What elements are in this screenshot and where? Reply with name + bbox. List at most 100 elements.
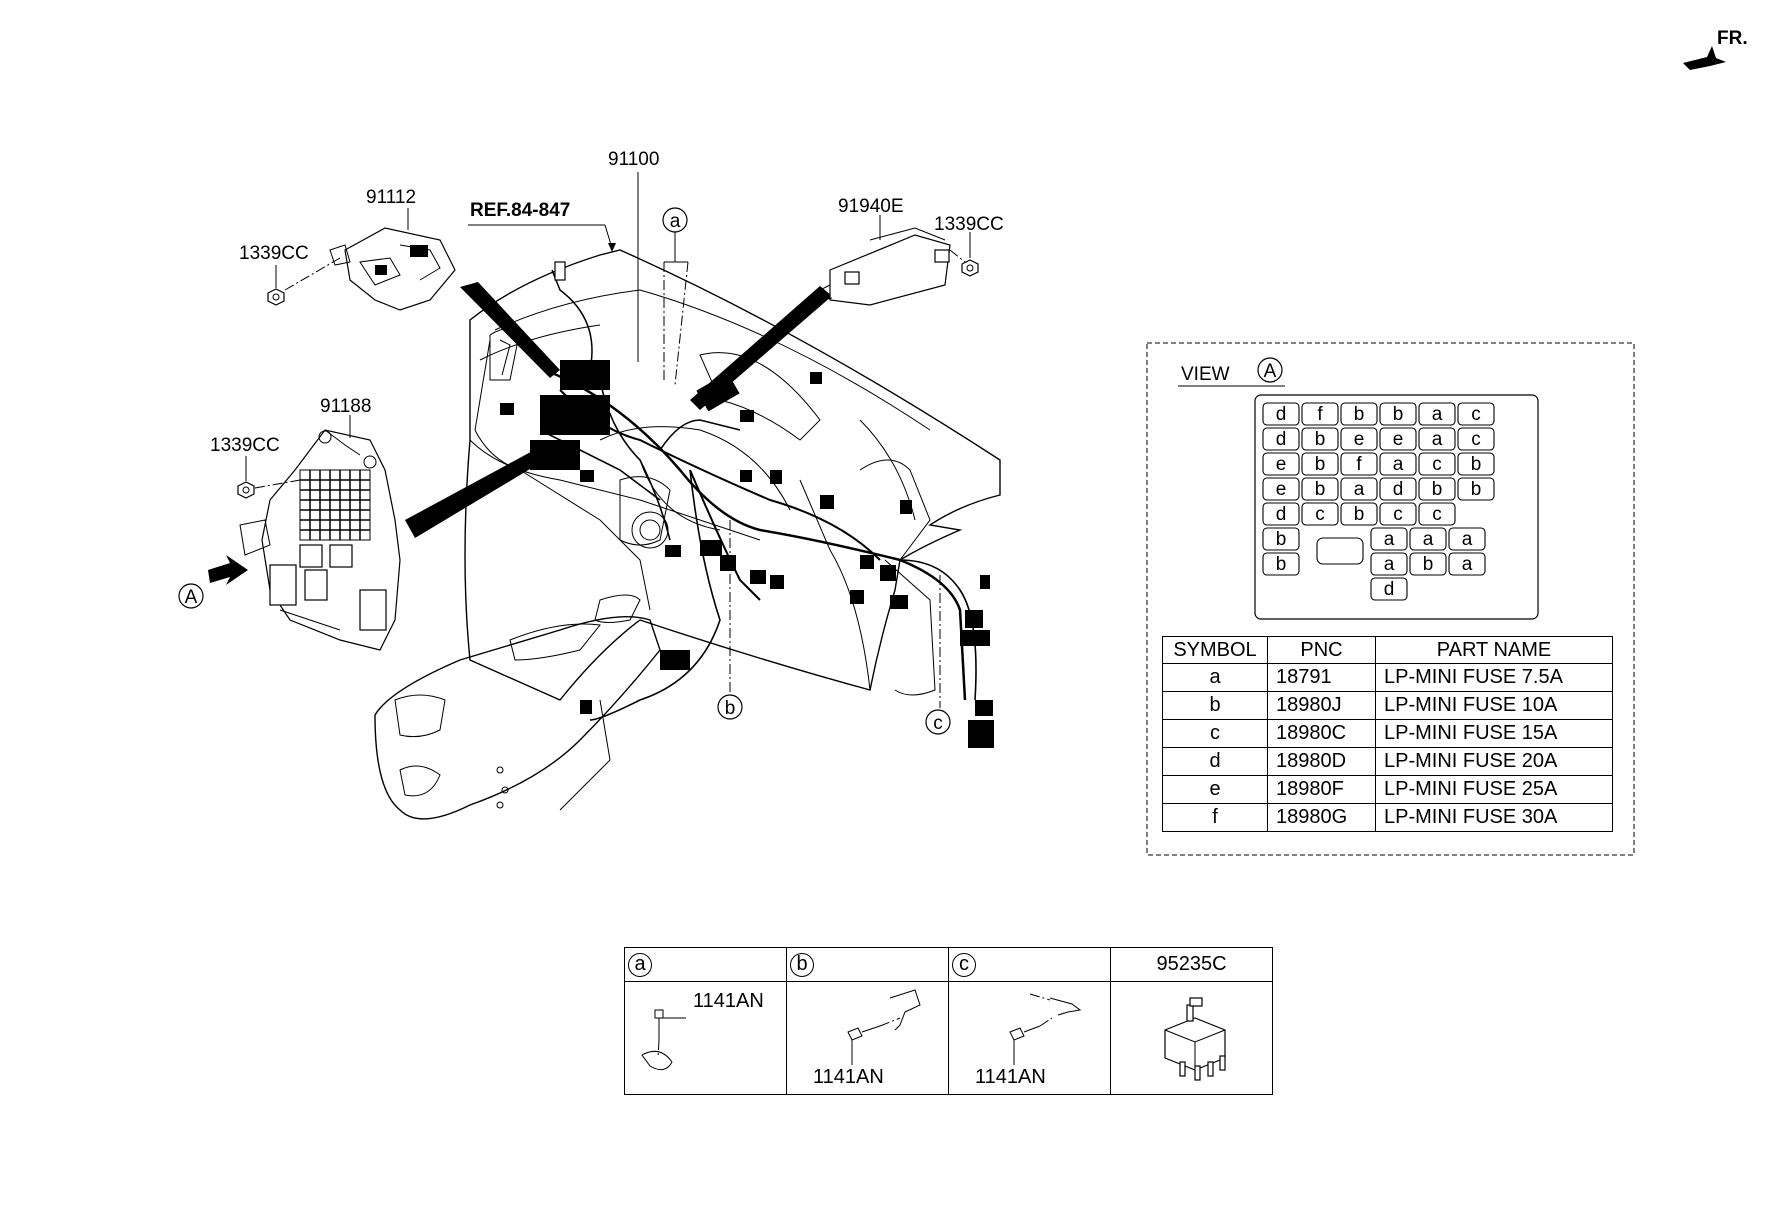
symbol-cell: d [1162, 747, 1268, 776]
fuse-slot [1379, 402, 1417, 426]
part-label-1141AN-c: 1141AN [975, 1066, 1046, 1088]
fuse-slot-label: a [1393, 454, 1404, 475]
fuse-slot-label: a [1432, 404, 1443, 425]
view-label: VIEW [1181, 364, 1230, 385]
detail-header-c: c [948, 947, 1111, 982]
fuse-slot-label: e [1393, 429, 1404, 450]
fuse-slot [1340, 402, 1378, 426]
part-name-cell: LP-MINI FUSE 10A [1375, 691, 1613, 720]
detail-header-relay: 95235C [1110, 947, 1273, 982]
fuse-slot [1457, 452, 1495, 476]
callout-91112: 91112 [366, 187, 416, 208]
header-part-name: PART NAME [1375, 636, 1613, 664]
pnc-cell: 18791 [1267, 663, 1376, 692]
fuse-slot-label: c [1315, 504, 1325, 525]
fuse-slot [1448, 552, 1486, 576]
detail-header-row: a b c 95235C [624, 947, 1273, 982]
detail-cell-a: 1141AN [624, 981, 787, 1095]
fuse-slot-label: d [1276, 404, 1287, 425]
callout-91100: 91100 [608, 149, 659, 170]
fuse-slot [1448, 527, 1486, 551]
fuse-slot [1262, 477, 1300, 501]
fuse-slot [1262, 502, 1300, 526]
fuse-slot-label: b [1393, 404, 1404, 425]
fuse-slot-label: b [1354, 404, 1365, 425]
module-91940E [819, 227, 951, 306]
nut-icon [237, 481, 255, 499]
nut-icon [961, 259, 979, 277]
symbol-cell: e [1162, 775, 1268, 804]
fuse-slot-label: d [1276, 504, 1287, 525]
fuse-slot [1370, 527, 1408, 551]
table-row: a 18791 LP-MINI FUSE 7.5A [1162, 663, 1613, 692]
table-row: f 18980G LP-MINI FUSE 30A [1162, 803, 1613, 832]
module-91112 [329, 227, 456, 311]
fuse-spec-table: SYMBOL PNC PART NAME a 18791 LP-MINI FUS… [1162, 636, 1613, 832]
table-row: d 18980D LP-MINI FUSE 20A [1162, 747, 1613, 776]
nut-icon [267, 288, 285, 306]
pnc-cell: 18980F [1267, 775, 1376, 804]
fuse-slot-label: d [1276, 429, 1287, 450]
detail-cell-b: 1141AN [786, 981, 949, 1095]
fuse-slot [1262, 452, 1300, 476]
fuse-slot-label: a [1462, 529, 1473, 550]
fuse-slot [1379, 452, 1417, 476]
fuse-slot-label: b [1276, 554, 1287, 575]
part-label-1141AN-a: 1141AN [693, 990, 764, 1012]
fuse-slot [1379, 427, 1417, 451]
fuse-slot [1262, 402, 1300, 426]
view-a-arrow-icon [208, 555, 248, 585]
fuse-slot-label: c [1432, 454, 1442, 475]
fuse-slot [1418, 452, 1456, 476]
empty-slot [1316, 537, 1364, 565]
front-direction-arrow-icon [1683, 46, 1726, 70]
callout-1339CC-top: 1339CC [239, 243, 309, 264]
fuse-slot [1370, 552, 1408, 576]
fuse-slot [1340, 427, 1378, 451]
fuse-slot-label: a [1354, 479, 1365, 500]
part-name-cell: LP-MINI FUSE 25A [1375, 775, 1613, 804]
fuse-slot-label: e [1276, 479, 1287, 500]
detail-parts-table: a b c 95235C 1141AN 1141AN 1141AN [624, 947, 1273, 1095]
fuse-slot-label: b [1423, 554, 1434, 575]
pnc-cell: 18980G [1267, 803, 1376, 832]
svg-text:a: a [670, 211, 681, 232]
detail-c-marker [925, 709, 951, 735]
fuse-slot [1301, 402, 1339, 426]
fuse-slot [1418, 427, 1456, 451]
fuse-slot [1340, 477, 1378, 501]
callout-1339CC-right: 1339CC [934, 214, 1004, 235]
fuse-slot [1409, 527, 1447, 551]
fuse-slot [1262, 527, 1300, 551]
fuse-slot-label: c [1393, 504, 1403, 525]
fuse-slot [1418, 477, 1456, 501]
detail-cell-c: 1141AN [948, 981, 1111, 1095]
table-row: e 18980F LP-MINI FUSE 25A [1162, 775, 1613, 804]
part-name-cell: LP-MINI FUSE 15A [1375, 719, 1613, 748]
part-name-cell: LP-MINI FUSE 20A [1375, 747, 1613, 776]
part-name-cell: LP-MINI FUSE 30A [1375, 803, 1613, 832]
fuse-slot-label: e [1354, 429, 1365, 450]
fuse-slot [1340, 452, 1378, 476]
fuse-slot-label: a [1432, 429, 1443, 450]
svg-text:c: c [933, 713, 943, 734]
svg-text:A: A [185, 587, 198, 608]
dashboard-panel [374, 249, 1001, 820]
svg-text:b: b [725, 698, 736, 719]
fuse-grid-detail [299, 469, 371, 541]
fuse-slot-label: a [1462, 554, 1473, 575]
symbol-cell: c [1162, 719, 1268, 748]
view-a-panel [1146, 342, 1635, 856]
fuse-slot [1418, 502, 1456, 526]
detail-cell-relay [1110, 981, 1273, 1095]
fuse-slot-label: a [1423, 529, 1434, 550]
fuse-slot [1379, 502, 1417, 526]
table-row: b 18980J LP-MINI FUSE 10A [1162, 691, 1613, 720]
header-symbol: SYMBOL [1162, 636, 1268, 664]
detail-b-marker [717, 694, 743, 720]
fuse-slot [1370, 577, 1408, 601]
fuse-slot-label: b [1315, 454, 1326, 475]
symbol-cell: a [1162, 663, 1268, 692]
callout-91188: 91188 [320, 396, 371, 417]
